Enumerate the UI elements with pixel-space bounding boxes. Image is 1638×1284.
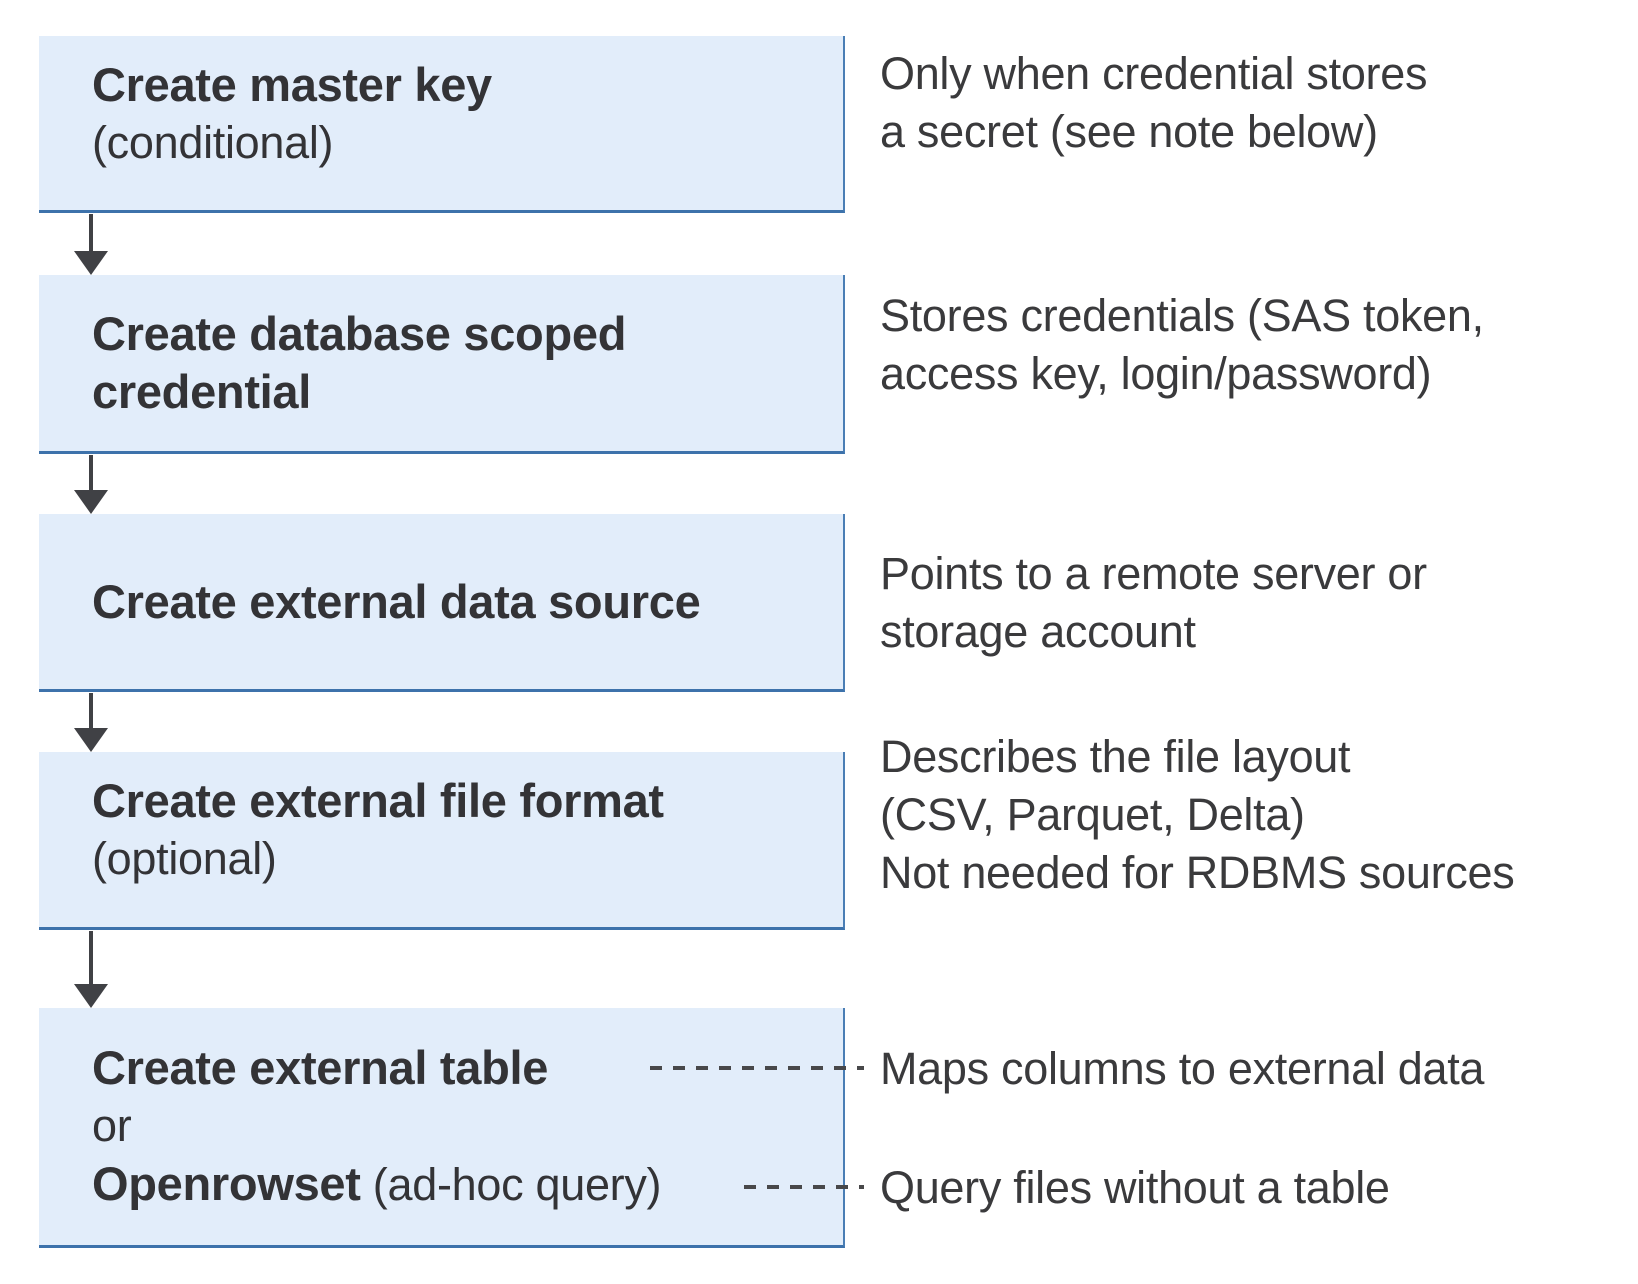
note-line: access key, login/password) (880, 348, 1432, 399)
note-scoped-credential: Stores credentials (SAS token, access ke… (880, 287, 1484, 403)
note-line: Describes the file layout (880, 731, 1351, 782)
note-line: Query files without a table (880, 1162, 1390, 1213)
note-line: Only when credential stores (880, 48, 1428, 99)
note-external-table: Maps columns to external data (880, 1040, 1484, 1098)
step-title-line2: credential (92, 365, 312, 418)
note-line: Points to a remote server or (880, 548, 1427, 599)
flow-arrow (89, 455, 93, 491)
flow-step-create-external-table-or-openrowset: Create external table or Openrowset (ad-… (39, 1008, 845, 1248)
step-qualifier: (optional) (92, 833, 277, 884)
step-or-label: or (92, 1100, 132, 1151)
step-title-openrowset: Openrowset (92, 1157, 361, 1210)
step-title: Create external table (92, 1041, 549, 1094)
flow-arrow (89, 693, 93, 729)
flow-arrow (89, 931, 93, 984)
note-line: (CSV, Parquet, Delta) (880, 789, 1305, 840)
note-line: Not needed for RDBMS sources (880, 847, 1515, 898)
step-title: Create database scoped (92, 307, 627, 360)
step-title: Create master key (92, 58, 492, 111)
step-openrowset-line: Openrowset (ad-hoc query) (92, 1155, 843, 1214)
flow-arrowhead-icon (74, 490, 108, 514)
flow-step-create-external-data-source: Create external data source (39, 514, 845, 692)
step-qualifier: (ad-hoc query) (360, 1159, 662, 1210)
flow-step-create-external-file-format: Create external file format (optional) (39, 752, 845, 930)
dashed-connector-openrowset (744, 1185, 864, 1189)
dashed-connector-external-table (650, 1066, 864, 1070)
step-qualifier: (conditional) (92, 117, 334, 168)
note-master-key: Only when credential stores a secret (se… (880, 45, 1427, 161)
note-line: Maps columns to external data (880, 1043, 1485, 1094)
note-external-data-source: Points to a remote server or storage acc… (880, 545, 1427, 661)
flow-arrowhead-icon (74, 728, 108, 752)
note-line: storage account (880, 606, 1196, 657)
note-external-file-format: Describes the file layout (CSV, Parquet,… (880, 728, 1515, 902)
note-line: a secret (see note below) (880, 106, 1378, 157)
note-openrowset: Query files without a table (880, 1159, 1390, 1217)
note-line: Stores credentials (SAS token, (880, 290, 1484, 341)
flow-arrowhead-icon (74, 251, 108, 275)
flow-step-create-master-key: Create master key (conditional) (39, 36, 845, 213)
flow-arrowhead-icon (74, 984, 108, 1008)
flow-step-create-database-scoped-credential: Create database scoped credential (39, 275, 845, 454)
step-title: Create external data source (92, 574, 701, 628)
step-title: Create external file format (92, 774, 664, 827)
flow-arrow (89, 214, 93, 252)
